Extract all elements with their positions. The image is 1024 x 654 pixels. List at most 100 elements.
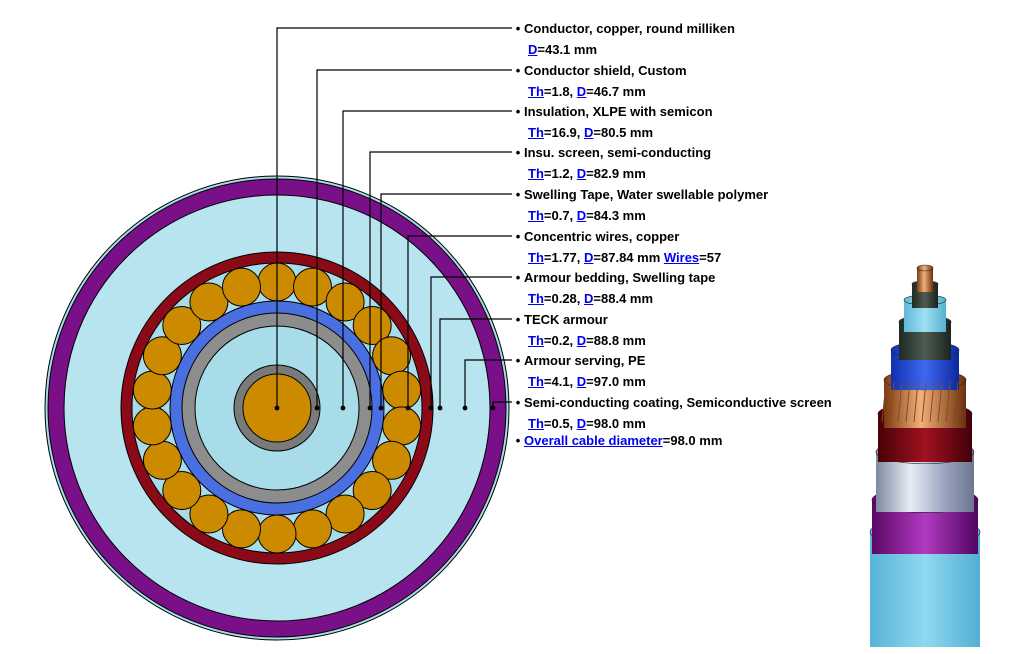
param-link-th[interactable]: Th (528, 166, 544, 181)
layer-values-line: Th=16.9, D=80.5 mm (512, 122, 713, 143)
param-link-d[interactable]: D (576, 374, 587, 389)
param-link-d[interactable]: D (576, 208, 587, 223)
param-link-th[interactable]: Th (528, 416, 544, 431)
cable-cross-section (44, 27, 512, 641)
bullet-icon: • (515, 433, 521, 448)
param-value: =80.5 mm (593, 125, 654, 140)
concentric-wire (189, 494, 229, 534)
leader-line (380, 193, 512, 408)
concentric-wire (222, 509, 261, 549)
copper-strand-line (913, 381, 919, 423)
bullet-icon: • (515, 229, 521, 244)
param-link-th[interactable]: Th (528, 374, 544, 389)
concentric-wire (222, 267, 261, 307)
layer-values-line: Th=0.7, D=84.3 mm (512, 205, 768, 226)
layer-values-line: Th=1.77, D=87.84 mm Wires=57 (512, 247, 721, 268)
leader-line (342, 110, 512, 408)
overall-diameter-label: •Overall cable diameter=98.0 mm (512, 430, 723, 451)
param-value: =88.4 mm (593, 291, 654, 306)
copper-strand-line (897, 381, 903, 423)
param-value: =1.2, (543, 166, 577, 181)
layer-values-line: Th=4.1, D=97.0 mm (512, 371, 646, 392)
leader-dot (314, 405, 320, 411)
param-link-wires[interactable]: Wires (663, 250, 700, 265)
concentric-wire (142, 336, 182, 376)
layer-title: Insulation, XLPE with semicon (524, 104, 713, 119)
layer-title: TECK armour (524, 312, 608, 327)
layer-title-line: •Armour serving, PE (512, 350, 646, 371)
bullet-icon: • (515, 145, 521, 160)
leader-line (276, 27, 512, 408)
leader-dot (437, 405, 443, 411)
leader-line (464, 359, 512, 408)
concentric-wire (162, 471, 202, 510)
leader-line (439, 318, 512, 408)
param-link-th[interactable]: Th (528, 250, 544, 265)
leader-dot (274, 405, 280, 411)
param-link-d[interactable]: D (584, 291, 594, 306)
bullet-icon: • (515, 395, 521, 410)
copper-strand-line (937, 381, 943, 423)
param-link-th[interactable]: Th (528, 291, 544, 306)
overall-diameter-link[interactable]: Overall cable diameter (524, 433, 663, 448)
concentric-wire (293, 267, 332, 307)
leader-line (316, 69, 512, 408)
param-link-th[interactable]: Th (528, 84, 544, 99)
param-value: =0.5, (543, 416, 577, 431)
bullet-icon: • (515, 270, 521, 285)
param-link-th[interactable]: Th (528, 208, 544, 223)
concentric-wire (325, 494, 365, 534)
leader-dot (340, 405, 346, 411)
cable-3d-cutaway (869, 264, 981, 647)
param-link-th[interactable]: Th (528, 333, 544, 348)
leader-dot (462, 405, 468, 411)
param-value: =97.0 mm (586, 374, 646, 389)
layer-title: Conductor, copper, round milliken (524, 21, 735, 36)
layer-values-line: Th=0.5, D=98.0 mm (512, 413, 832, 434)
layer-title: Insu. screen, semi-conducting (524, 145, 712, 160)
overall-diameter-value: =98.0 mm (662, 433, 723, 448)
layer-title: Conductor shield, Custom (524, 63, 687, 78)
param-link-d[interactable]: D (576, 416, 587, 431)
leader-dot (378, 405, 384, 411)
layer-title-line: •TECK armour (512, 309, 646, 330)
param-value: =87.84 mm (593, 250, 664, 265)
layer-title-line: •Semi-conducting coating, Semiconductive… (512, 392, 832, 413)
bullet-icon: • (515, 312, 521, 327)
param-value: =0.2, (543, 333, 577, 348)
leader-dot (490, 405, 496, 411)
leader-dot (367, 405, 373, 411)
param-link-d[interactable]: D (576, 84, 587, 99)
param-value: =88.8 mm (586, 333, 646, 348)
param-value: =16.9, (543, 125, 585, 140)
param-value: =82.9 mm (586, 166, 646, 181)
layer-values-line: Th=1.8, D=46.7 mm (512, 81, 687, 102)
copper-strand-line (881, 381, 887, 423)
leader-line (407, 235, 512, 408)
layer-values-line: Th=0.28, D=88.4 mm (512, 288, 715, 309)
param-link-d[interactable]: D (584, 250, 594, 265)
bullet-icon: • (515, 104, 521, 119)
param-link-d[interactable]: D (584, 125, 594, 140)
param-link-d[interactable]: D (576, 333, 587, 348)
cutaway-conductor-top (916, 264, 934, 272)
layer-values-line: Th=1.2, D=82.9 mm (512, 163, 711, 184)
param-value: =0.7, (543, 208, 577, 223)
param-link-d[interactable]: D (528, 42, 538, 57)
param-link-d[interactable]: D (576, 166, 587, 181)
concentric-wire (189, 282, 229, 322)
param-value: =0.28, (543, 291, 585, 306)
param-value: =1.77, (543, 250, 585, 265)
concentric-wire (372, 440, 412, 480)
param-link-th[interactable]: Th (528, 125, 544, 140)
leader-dot (428, 405, 434, 411)
concentric-wire (162, 306, 202, 345)
layer-title: Semi-conducting coating, Semiconductive … (524, 395, 832, 410)
